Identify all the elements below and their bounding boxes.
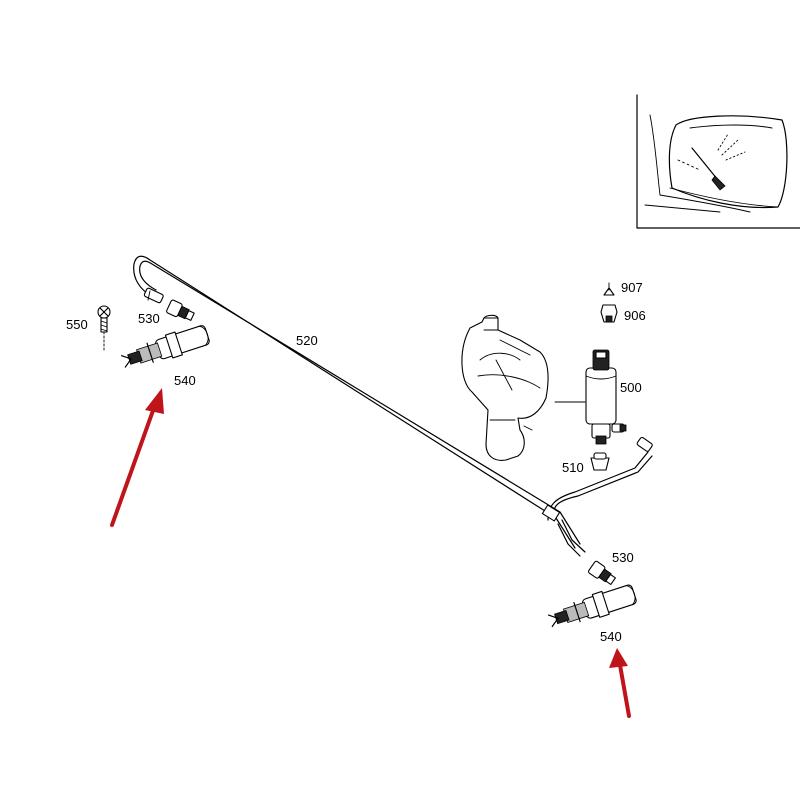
washer-pump-500 <box>585 349 627 445</box>
connector-906 <box>600 304 618 323</box>
label-540-left: 540 <box>174 373 196 388</box>
nozzle-540-right <box>547 584 637 628</box>
washer-reservoir <box>461 314 549 461</box>
screw-550 <box>97 305 111 353</box>
label-530-left: 530 <box>138 311 160 326</box>
nozzle-540-left <box>121 325 210 368</box>
contact-907 <box>603 282 615 296</box>
grommet-510 <box>590 452 610 471</box>
label-550: 550 <box>66 317 88 332</box>
label-906: 906 <box>624 308 646 323</box>
label-530-right: 530 <box>612 550 634 565</box>
label-520: 520 <box>296 333 318 348</box>
inset-headlamp-view <box>636 94 800 229</box>
arrow-left-nozzle <box>110 388 164 527</box>
label-907: 907 <box>621 280 643 295</box>
hose-fitting-left <box>143 287 164 304</box>
connector-530-right <box>588 560 616 586</box>
label-510: 510 <box>562 460 584 475</box>
hose-fitting-pump <box>636 436 653 452</box>
label-500: 500 <box>620 380 642 395</box>
connector-530-left <box>166 299 195 321</box>
label-540-right: 540 <box>600 629 622 644</box>
hose-520 <box>133 255 653 557</box>
arrow-right-nozzle <box>609 648 631 718</box>
